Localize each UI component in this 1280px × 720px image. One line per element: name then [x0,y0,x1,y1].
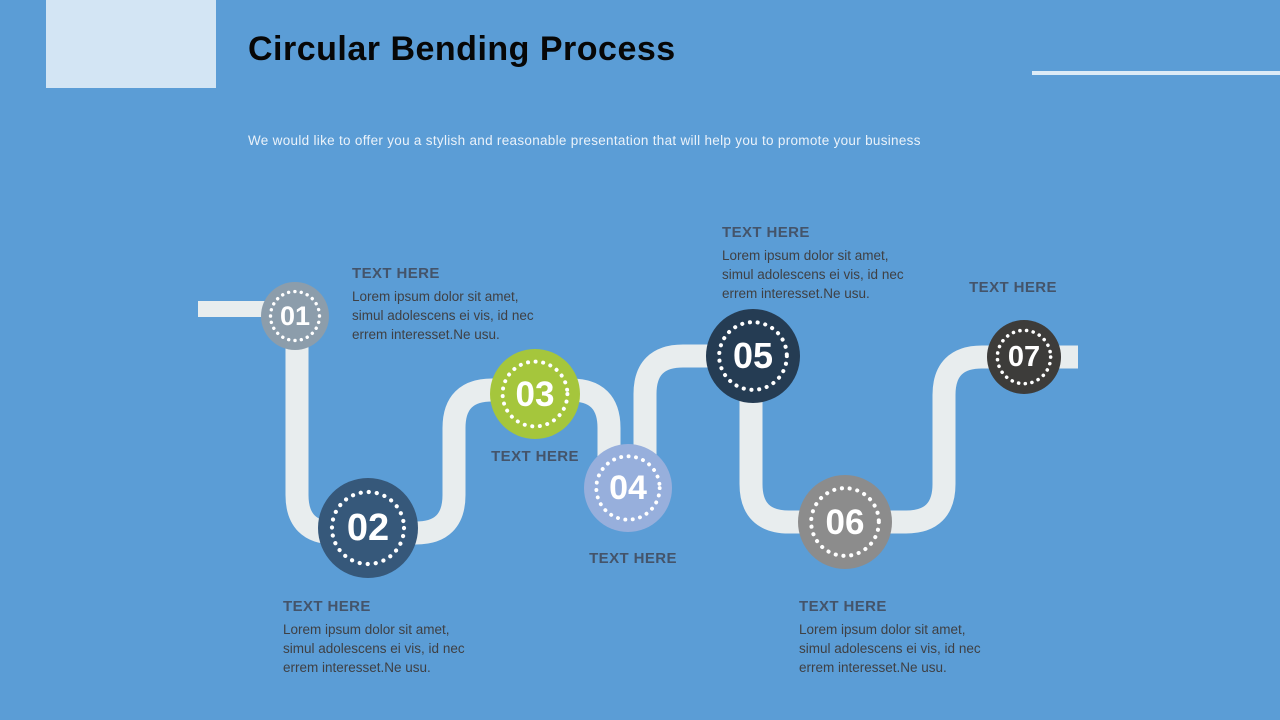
header-accent-line [1032,71,1280,75]
step-text-06: TEXT HERE Lorem ipsum dolor sit amet, si… [799,598,999,677]
step-number: 07 [1007,340,1041,373]
step-heading: TEXT HERE [722,224,810,241]
step-circle-05: 05 [706,309,800,403]
step-circle-03: 03 [490,349,580,439]
slide-subtitle: We would like to offer you a stylish and… [248,133,921,148]
dotted-ring-icon [809,486,881,558]
step-body: Lorem ipsum dolor sit amet, simul adoles… [799,622,981,675]
step-circle-07: 07 [987,320,1061,394]
step-text-03: TEXT HERE [455,448,615,470]
step-text-04: TEXT HERE [553,550,713,572]
step-number: 04 [609,469,647,507]
step-heading: TEXT HERE [352,265,440,282]
dotted-ring-icon [717,320,789,392]
step-body: Lorem ipsum dolor sit amet, simul adoles… [722,248,904,301]
step-number: 01 [279,300,311,331]
step-text-05: TEXT HERE Lorem ipsum dolor sit amet, si… [722,224,922,303]
step-circle-04: 04 [584,444,672,532]
step-number: 05 [732,335,774,376]
dotted-ring-icon [268,289,322,343]
dotted-ring-icon [329,489,407,567]
step-text-01: TEXT HERE Lorem ipsum dolor sit amet, si… [352,265,552,344]
step-body: Lorem ipsum dolor sit amet, simul adoles… [352,289,534,342]
step-heading: TEXT HERE [969,279,1057,296]
step-heading: TEXT HERE [799,598,887,615]
step-circle-06: 06 [798,475,892,569]
step-number: 02 [346,507,390,549]
step-text-02: TEXT HERE Lorem ipsum dolor sit amet, si… [283,598,483,677]
header-accent-box [46,0,216,88]
step-body: Lorem ipsum dolor sit amet, simul adoles… [283,622,465,675]
dotted-ring-icon [594,454,662,522]
dotted-ring-icon [995,328,1053,386]
step-heading: TEXT HERE [491,448,579,465]
step-circle-02: 02 [318,478,418,578]
step-number: 06 [825,502,865,542]
step-number: 03 [515,374,555,414]
dotted-ring-icon [500,359,570,429]
step-circle-01: 01 [261,282,329,350]
step-heading: TEXT HERE [589,550,677,567]
page-title: Circular Bending Process [248,30,676,68]
step-text-07: TEXT HERE [933,279,1093,301]
step-heading: TEXT HERE [283,598,371,615]
